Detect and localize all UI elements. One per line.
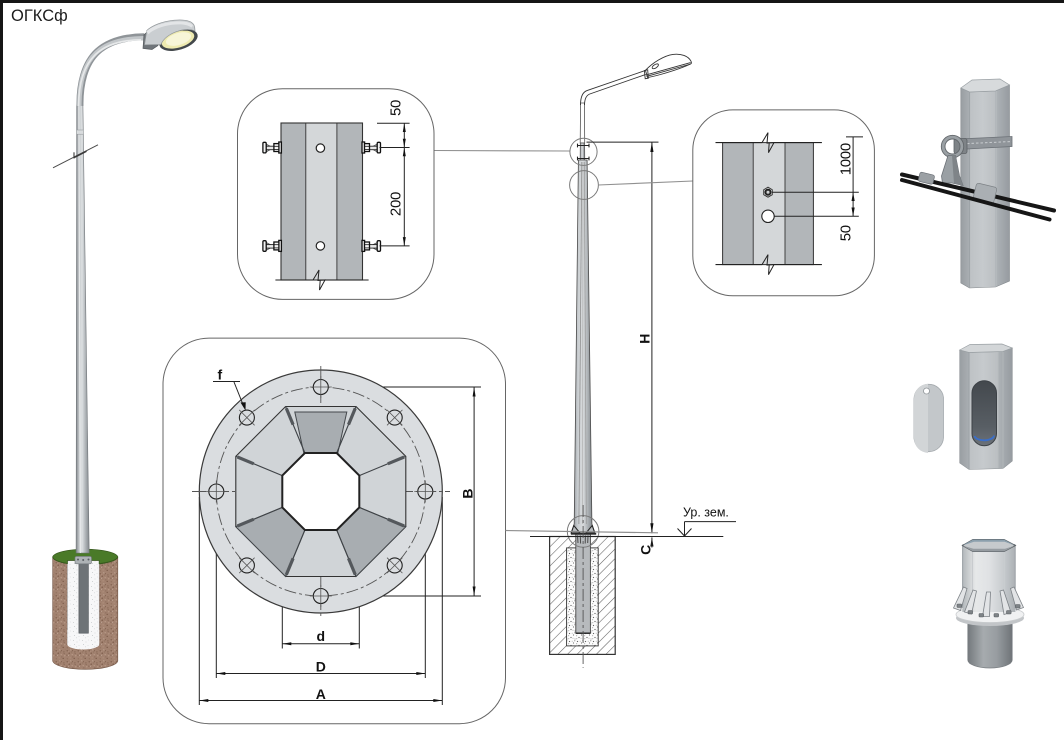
svg-text:D: D — [316, 659, 326, 675]
svg-text:f: f — [218, 367, 223, 383]
svg-text:d: d — [317, 628, 326, 644]
svg-text:ОГКСф: ОГКСф — [11, 7, 68, 25]
svg-text:A: A — [316, 686, 326, 702]
svg-text:1000: 1000 — [838, 143, 855, 175]
svg-text:B: B — [459, 488, 475, 498]
svg-text:H: H — [637, 334, 653, 344]
svg-text:200: 200 — [388, 192, 405, 216]
svg-text:C: C — [637, 545, 653, 555]
svg-text:50: 50 — [838, 225, 855, 241]
svg-text:50: 50 — [388, 100, 405, 116]
svg-text:Ур. зем.: Ур. зем. — [683, 506, 729, 520]
